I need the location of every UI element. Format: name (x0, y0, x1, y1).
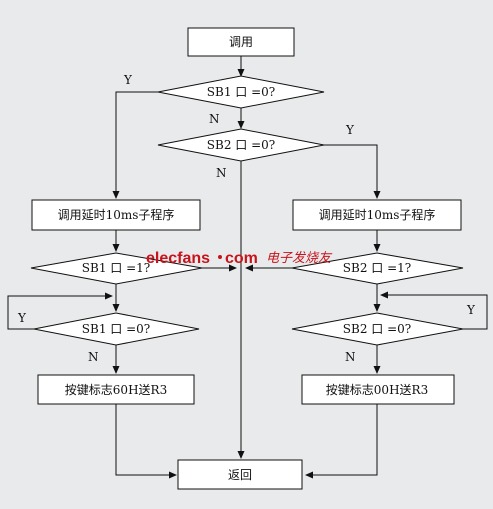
label-sb2-release-no: N (345, 350, 356, 364)
label-sb1-release-yes: Y (17, 311, 27, 325)
sb2-verify-node: SB2 口 =1? (291, 252, 464, 285)
sb1-check-label: SB1 口 =0? (207, 85, 275, 99)
delay-right-node: 调用延时10ms子程序 (292, 199, 462, 231)
start-label: 调用 (229, 35, 253, 49)
delay-right-label: 调用延时10ms子程序 (319, 207, 436, 222)
sb1-check-node: SB1 口 =0? (157, 75, 325, 109)
edge-sb1-release-loop (7, 292, 113, 330)
sb1-verify-label: SB1 口 =1? (82, 261, 150, 275)
flag-left-node: 按键标志60H送R3 (37, 374, 195, 405)
delay-left-node: 调用延时10ms子程序 (31, 199, 201, 231)
flag-left-label: 按键标志60H送R3 (65, 382, 167, 397)
watermark-brand: elecfans (146, 250, 210, 267)
label-sb1-yes: Y (123, 73, 133, 87)
edge-flag-left-end (115, 404, 177, 479)
delay-left-label: 调用延时10ms子程序 (58, 207, 175, 222)
watermark-cn: 电子发烧友 (266, 251, 333, 266)
edge-sb1-yes (112, 91, 158, 199)
flag-right-node: 按键标志00H送R3 (301, 374, 455, 405)
label-sb2-yes: Y (345, 123, 355, 137)
end-node: 返回 (177, 459, 303, 490)
edge-sb2-yes (323, 144, 381, 199)
watermark-dot (218, 255, 222, 259)
watermark-domain: com (225, 250, 258, 267)
watermark: elecfans com 电子发烧友 (146, 250, 333, 267)
start-node: 调用 (187, 27, 295, 57)
sb1-release-label: SB1 口 =0? (82, 322, 150, 336)
sb2-verify-label: SB2 口 =1? (343, 261, 411, 275)
sb2-check-node: SB2 口 =0? (157, 128, 325, 162)
edge-flag-right-end (305, 404, 378, 479)
sb2-release-label: SB2 口 =0? (343, 322, 411, 336)
sb1-release-node: SB1 口 =0? (33, 312, 200, 346)
sb1-verify-node: SB1 口 =1? (30, 252, 203, 285)
label-sb1-release-no: N (88, 350, 99, 364)
flag-right-label: 按键标志00H送R3 (326, 382, 428, 397)
edge-sb2-release-loop (380, 291, 488, 330)
label-sb2-no: N (216, 166, 227, 180)
sb2-release-node: SB2 口 =0? (291, 312, 464, 346)
sb2-check-label: SB2 口 =0? (207, 138, 275, 152)
label-sb1-no: N (209, 112, 220, 126)
label-sb2-release-yes: Y (466, 303, 476, 317)
end-label: 返回 (228, 468, 252, 482)
